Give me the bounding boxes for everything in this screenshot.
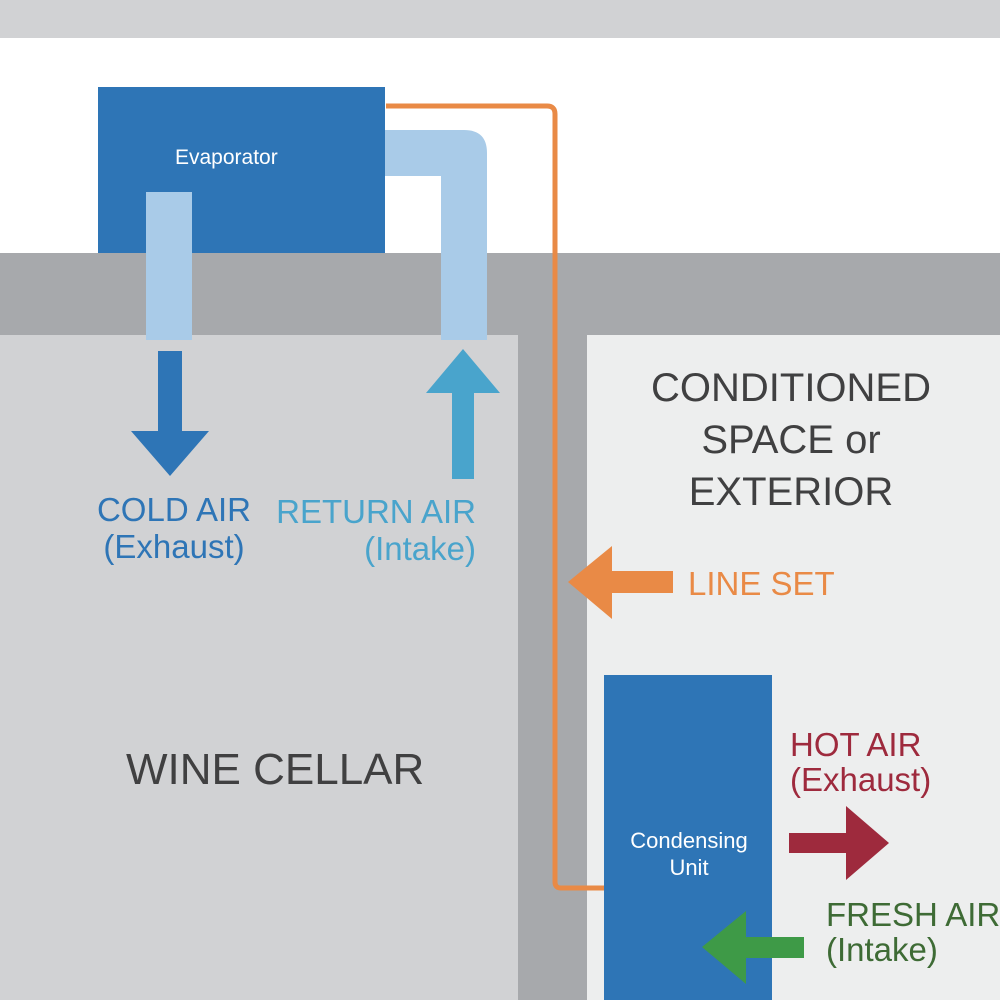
arrow-down-icon xyxy=(131,351,209,476)
wine-cellar-label: WINE CELLAR xyxy=(126,745,425,794)
cold-air-label-line2: (Exhaust) xyxy=(103,527,245,565)
fresh-air-label-line2: (Intake) xyxy=(826,930,938,968)
hot-air-label-line1: HOT AIR xyxy=(790,726,922,763)
evaporator-label: Evaporator xyxy=(175,146,278,169)
evaporator-unit xyxy=(98,87,385,253)
top-ceiling-band xyxy=(0,0,1000,38)
return-air-duct xyxy=(385,130,487,340)
arrow-left-icon xyxy=(568,546,673,619)
wine-cellar-room xyxy=(0,335,518,1000)
fresh-air-label-line1: FRESH AIR xyxy=(826,896,1000,933)
condensing-unit-label-line2: Unit xyxy=(669,854,709,880)
conditioned-space-label: CONDITIONED SPACE or EXTERIOR xyxy=(630,362,952,518)
cold-air-duct xyxy=(146,192,192,340)
conditioned-space-label-line1: CONDITIONED xyxy=(651,366,931,410)
condensing-unit-label-line1: Condensing xyxy=(630,828,748,853)
conditioned-space-label-line2: SPACE or xyxy=(701,418,881,462)
fresh-air-label: FRESH AIR (Intake) xyxy=(826,896,1000,968)
conditioned-space-label-line3: EXTERIOR xyxy=(688,470,894,514)
arrow-right-icon xyxy=(789,806,889,880)
return-air-label-line2: (Intake) xyxy=(364,529,476,567)
hot-air-label-line2: (Exhaust) xyxy=(790,760,932,798)
cold-air-label: COLD AIR (Exhaust) xyxy=(86,491,262,566)
return-air-label-line1: RETURN AIR xyxy=(276,493,476,530)
line-set-pipe xyxy=(386,103,606,891)
fresh-air-arrow-left-icon xyxy=(702,911,804,984)
cold-air-label-line1: COLD AIR xyxy=(96,491,252,528)
arrow-up-icon xyxy=(426,349,500,479)
return-air-label: RETURN AIR (Intake) xyxy=(270,493,476,568)
hot-air-label: HOT AIR (Exhaust) xyxy=(790,726,932,798)
line-set-label: LINE SET xyxy=(688,565,835,602)
condensing-unit-label: Condensing Unit xyxy=(604,828,774,882)
